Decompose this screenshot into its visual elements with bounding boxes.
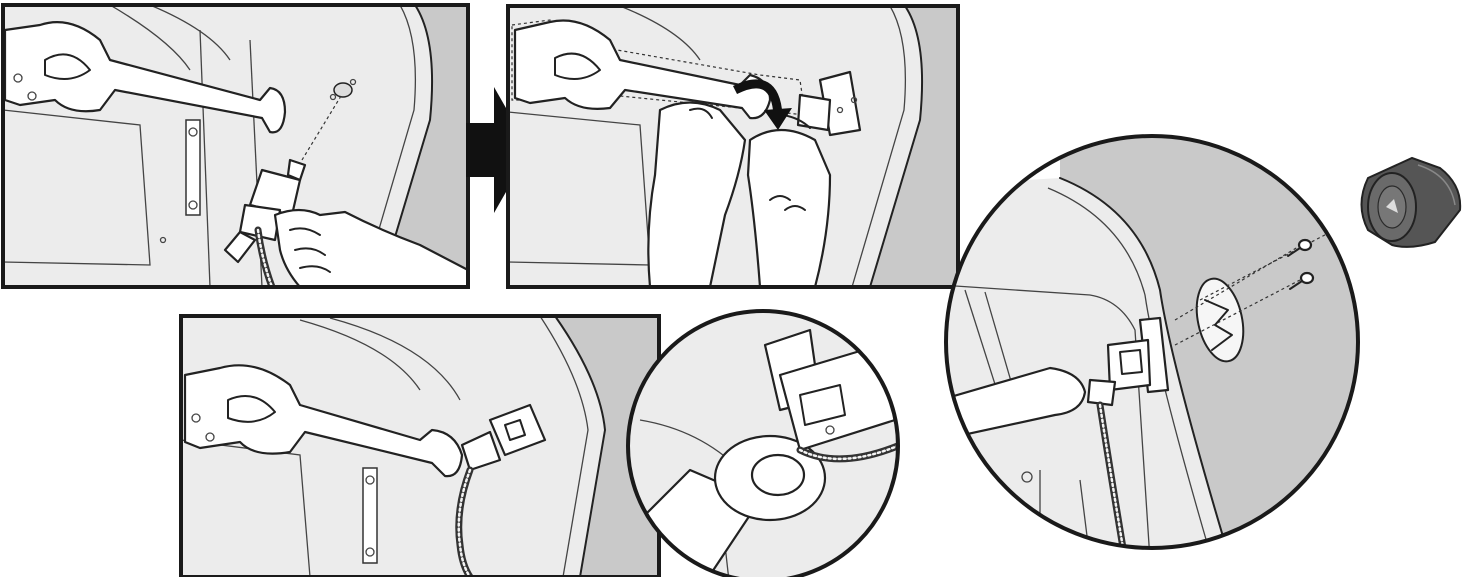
panel-step-3 [181,316,659,577]
panel-step-1 [3,5,468,287]
knob-icon [1362,158,1461,247]
panel-detail-knob [935,130,1393,560]
panel-step-2 [508,6,958,287]
